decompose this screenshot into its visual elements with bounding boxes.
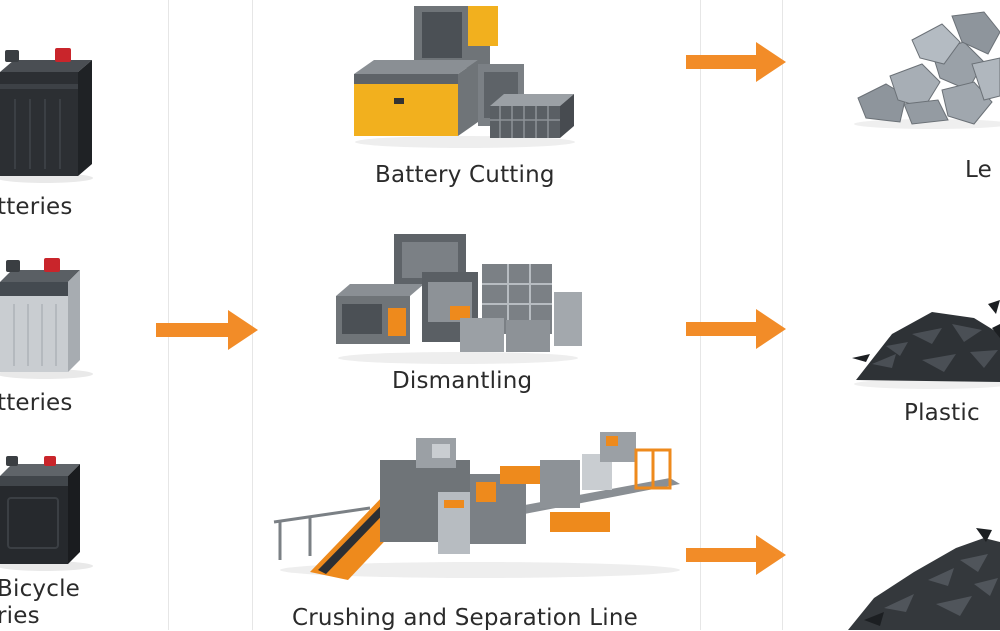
divider-2 xyxy=(252,0,253,630)
output-pile-3-image xyxy=(844,528,1000,630)
input-label-3b: ries xyxy=(0,603,40,629)
input-label-1: tteries xyxy=(0,194,73,220)
car-battery-image xyxy=(0,44,100,184)
bicycle-battery-image xyxy=(0,454,100,572)
process-label-dismantling: Dismantling xyxy=(392,368,533,394)
divider-4 xyxy=(782,0,783,630)
process-label-crushing: Crushing and Separation Line xyxy=(292,605,639,631)
dismantling-machine-image xyxy=(332,232,584,364)
input-label-2: tteries xyxy=(0,390,73,416)
arrow-to-processes xyxy=(156,308,260,352)
process-label-cutting: Battery Cutting xyxy=(375,162,555,188)
divider-3 xyxy=(700,0,701,630)
arrow-to-output-3 xyxy=(686,533,788,577)
arrow-to-plastic xyxy=(686,307,788,351)
input-label-3a: Bicycle xyxy=(0,576,81,602)
divider-1 xyxy=(168,0,169,630)
battery-cutting-machine-image xyxy=(350,2,580,148)
output-label-lead: Le xyxy=(965,157,992,183)
crushing-separation-line-image xyxy=(270,430,690,580)
lead-ingots-image xyxy=(852,11,1000,130)
grey-battery-image xyxy=(0,256,100,380)
output-label-plastic: Plastic xyxy=(904,400,980,426)
plastic-pieces-image xyxy=(852,294,1000,390)
arrow-to-lead xyxy=(686,40,788,84)
